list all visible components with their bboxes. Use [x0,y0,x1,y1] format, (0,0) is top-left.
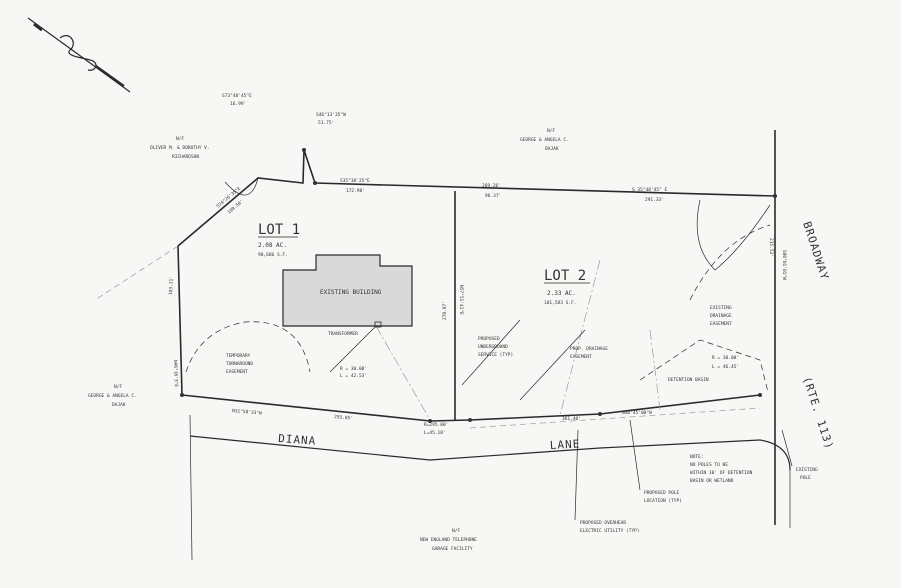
svg-text:PROPOSED POLE: PROPOSED POLE [644,490,680,496]
svg-text:PROPOSED OVERHEAD: PROPOSED OVERHEAD [580,520,626,526]
existing-drainage-label: EXISTING DRAINAGE EASEMENT [710,305,732,327]
svg-text:N/F: N/F [452,528,460,534]
dist-s73: 16.99' [230,101,246,107]
pole-markers [180,148,777,423]
svg-text:NO POLES TO BE: NO POLES TO BE [690,462,728,468]
svg-text:EXISTING: EXISTING [796,467,818,473]
bearing-n31: N31°58'33"W [232,408,263,417]
bearing-n57: N57°51'41"E [458,285,464,315]
curve-radius: R=295.00' [424,422,448,428]
svg-text:OLIVER M. & DOROTHY V.: OLIVER M. & DOROTHY V. [150,145,210,151]
note-block: NOTE: NO POLES TO BE WITHIN 10' OF DETEN… [690,454,753,484]
svg-text:LOCATION (TYP): LOCATION (TYP) [644,498,682,504]
svg-text:EASEMENT: EASEMENT [710,321,732,327]
dist-26926: 269.26' [482,183,501,189]
svg-text:DAJAK: DAJAK [112,402,126,408]
existing-building [282,254,413,327]
easement-lines [94,177,793,521]
svg-text:UNDERGROUND: UNDERGROUND [478,344,508,350]
abutter-dajak-west: N/F GEORGE & ANGELA C. DAJAK [88,384,137,408]
lot1-acres: 2.08 AC. [258,242,287,249]
lot2-sqft: 101,583 S.F. [544,300,577,306]
detention-radius: R = 30.00' [712,355,739,361]
svg-text:N/F: N/F [114,384,122,390]
detention-length: L = 46.45' [712,364,739,370]
bearing-s35-east: S 35°48'45" E [632,187,668,193]
svg-text:GEORGE & ANGELA C.: GEORGE & ANGELA C. [88,393,137,399]
svg-text:NOTE:: NOTE: [690,454,704,460]
lot2-acres: 2.33 AC. [547,290,576,297]
svg-text:GEORGE & ANGELA C.: GEORGE & ANGELA C. [520,137,569,143]
dist-9637: 96.37' [485,193,501,199]
bearing-n46: N46°16'3"E [172,360,179,388]
lot1-title: LOT 1 [258,222,300,238]
abutter-richardson: N/F OLIVER M. & DOROTHY V. RICHARDSON [150,136,210,160]
dist-29133: 291.33' [645,197,664,203]
svg-text:DRAINAGE: DRAINAGE [710,313,732,319]
temp-easement-label: TEMPORARY TURNAROUND EASEMENT [226,353,253,375]
property-boundary [177,130,776,525]
svg-text:TURNAROUND: TURNAROUND [226,361,253,367]
dist-29385: 293.85' [334,414,353,422]
pole-location-label: PROPOSED POLE LOCATION (TYP) [644,490,682,504]
abutter-dajak-north: N/F GEORGE & ANGELA C. DAJAK [520,128,569,152]
svg-text:RICHARDSON: RICHARDSON [172,154,199,160]
dist-18321: 183.21' [168,276,175,295]
curve-length: L=45.18' [424,430,446,436]
bearing-s46: S46°13'35"W [316,112,346,118]
bearing-s35-west: S35°38'25"E [340,178,370,184]
existing-pole-label: EXISTING POLE [796,467,818,481]
svg-text:N/F: N/F [176,136,184,142]
svg-text:NEW ENGLAND TELEPHONE: NEW ENGLAND TELEPHONE [420,537,477,543]
diana-lane-road [189,414,791,561]
svg-text:PROPOSED: PROPOSED [478,336,500,342]
existing-building-label: EXISTING BUILDING [320,289,382,296]
svg-text:EASEMENT: EASEMENT [226,369,248,375]
dist-27887: 278.87' [442,301,448,320]
svg-text:DAJAK: DAJAK [545,146,559,152]
abutter-telephone: N/F NEW ENGLAND TELEPHONE GARAGE FACILIT… [420,528,477,552]
ug-service-label: PROPOSED UNDERGROUND SERVICE (TYP) [478,336,513,358]
svg-text:ELECTRIC UTILITY (TYP): ELECTRIC UTILITY (TYP) [580,528,640,534]
svg-text:EXISTING: EXISTING [710,305,732,311]
bearing-n40: N40°45'00"W [622,410,652,416]
dist-21553: 215.53' [768,238,774,257]
turnaround-length: L = 42.53' [340,373,367,379]
dist-36140: 361.40' [562,416,581,422]
svg-text:SERVICE (TYP): SERVICE (TYP) [478,352,513,358]
north-arrow-icon [27,17,131,93]
transformer-label: TRANSFORMER [328,331,358,337]
road-name-diana: DIANA [278,432,317,448]
lot2-title: LOT 2 [544,268,586,284]
dist-17298: 172.98' [346,188,365,194]
turnaround-radius: R = 30.00' [340,366,367,372]
svg-text:WITHIN 10' OF DETENTION: WITHIN 10' OF DETENTION [690,470,753,476]
road-name-rte-113: (RTE. 113) [800,375,836,452]
dist-s46: 51.75' [318,120,334,126]
svg-text:GARAGE FACILITY: GARAGE FACILITY [432,546,473,552]
road-name-broadway: BROADWAY [800,220,831,282]
svg-text:POLE: POLE [800,475,811,481]
overhead-utility-label: PROPOSED OVERHEAD ELECTRIC UTILITY (TYP) [580,520,640,534]
bearing-s80: S80°01'01"W [781,250,787,280]
bearing-s73: S73°48'45"E [222,93,252,99]
lot1-sqft: 90,686 S.F. [258,252,288,258]
dist-18950: 189.50' [226,199,244,216]
svg-text:TEMPORARY: TEMPORARY [226,353,251,359]
svg-text:PROP. DRAINAGE: PROP. DRAINAGE [570,346,608,352]
prop-drainage-label: PROP. DRAINAGE EASEMENT [570,346,608,360]
detention-basin-label: DETENTION BASIN [668,377,709,383]
svg-text:N/F: N/F [547,128,555,134]
svg-text:BASIN OR WETLAND: BASIN OR WETLAND [690,478,734,484]
transformer-pad [374,321,382,328]
svg-text:EASEMENT: EASEMENT [570,354,592,360]
road-name-lane: LANE [549,437,580,452]
